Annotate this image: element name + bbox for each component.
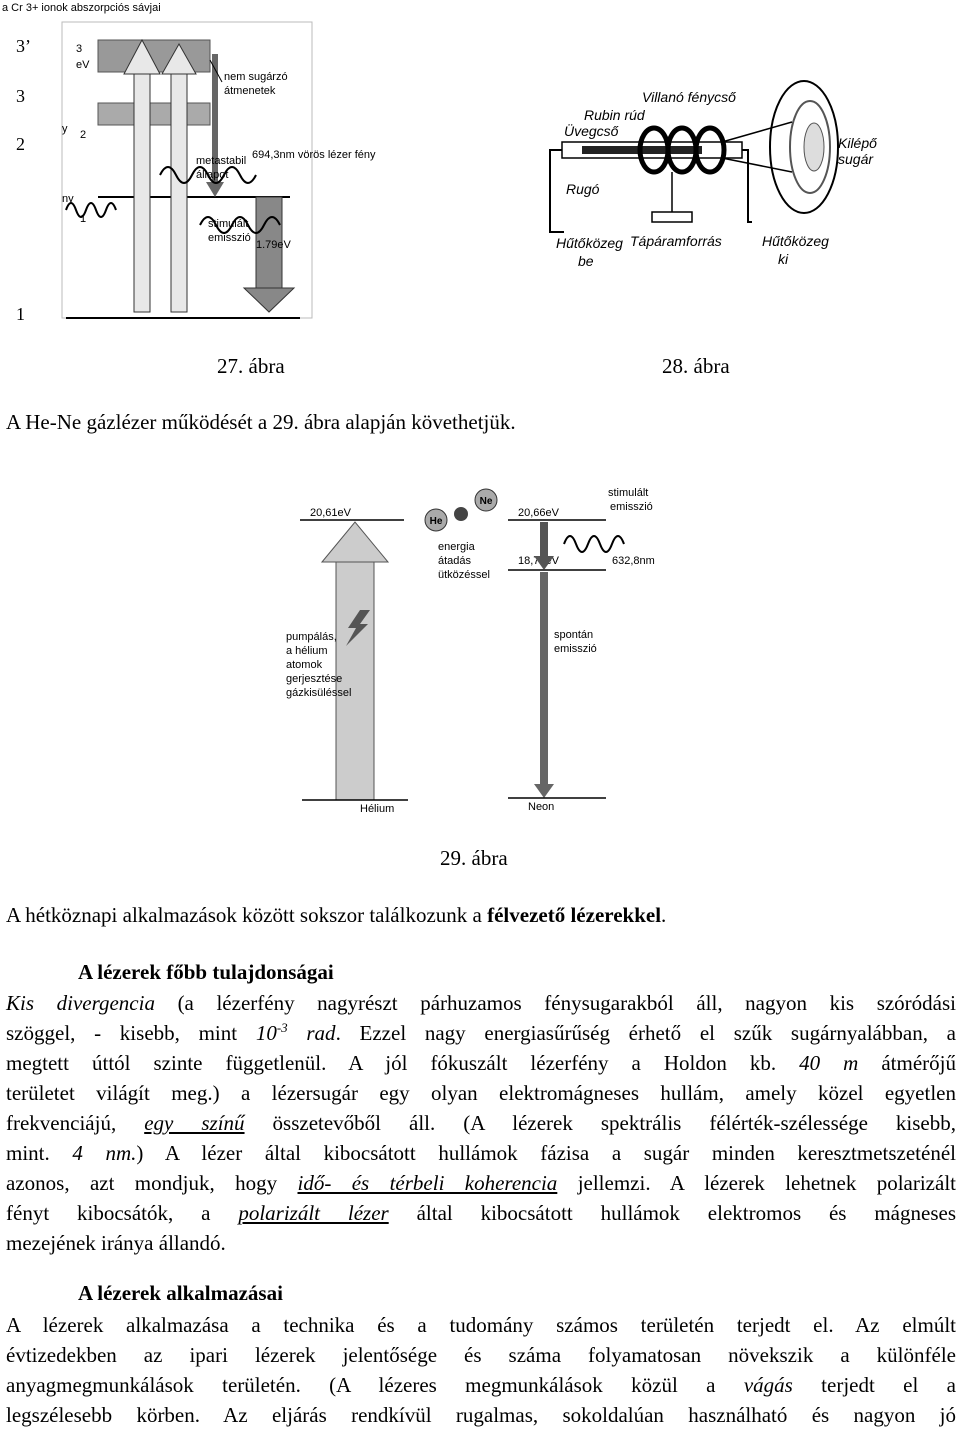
he-symbol: He <box>430 516 443 527</box>
pumping-4: gerjesztése <box>286 673 342 685</box>
figure-29-he-ne-energy-diagram: 20,61eV He Ne energia átadás ütközéssel … <box>286 487 655 815</box>
figure-28-ruby-laser-device: Villanó fénycső Rubin rúd Üvegcső Rugó K… <box>549 80 877 269</box>
p1-line-3: megtett úttól szinte függetlenül. A jól … <box>6 1051 956 1075</box>
energy-label: 1.79eV <box>256 239 292 251</box>
properties-paragraph: Kis divergencia (a lézerfény nagyrészt p… <box>6 988 956 1258</box>
wavelength-label: 632,8nm <box>612 555 655 567</box>
p1-line-4: területet világít meg.) a lézersugár egy… <box>6 1081 956 1105</box>
flash-lamp-label: Villanó fénycső <box>642 89 736 105</box>
level-y-tag: y <box>62 123 68 135</box>
semi-part-bold: félvezető lézerekkel <box>487 903 662 927</box>
emission-arrow <box>242 196 296 313</box>
metastable-label-2: állapot <box>196 169 228 181</box>
level-3-tag: 3 <box>76 43 82 55</box>
he-level-label: 20,61eV <box>310 507 352 519</box>
lightning-icon <box>346 610 370 646</box>
ne-upper-level-label: 20,66eV <box>518 507 560 519</box>
stimulated-wave-2 <box>199 216 281 234</box>
ne-symbol: Ne <box>480 496 493 507</box>
level-1-tag: 1 <box>80 213 86 225</box>
p2-line-2: évtizedekben az ipari lézerek jelentőség… <box>6 1343 956 1367</box>
neon-label: Neon <box>528 801 554 813</box>
nonrad-arrow <box>206 54 224 197</box>
applications-paragraph: A lézerek alkalmazása a technika és a tu… <box>6 1310 956 1430</box>
level-2-tag: 2 <box>80 129 86 141</box>
pumping-3: atomok <box>286 659 323 671</box>
level-3-label: 3 <box>16 86 25 106</box>
stimulated-wave-1 <box>159 166 257 184</box>
p1-line-8: fényt kibocsátók, a polarizált lézer ált… <box>6 1201 956 1225</box>
spring-label: Rugó <box>566 181 600 197</box>
output-label-1: Kilépő <box>838 135 877 151</box>
ruby-label: Rubin rúd <box>584 107 646 123</box>
coolant-in-label-1: Hűtőközeg <box>556 235 623 251</box>
he-atom: He <box>424 508 448 532</box>
energy-transfer-3: ütközéssel <box>438 569 490 581</box>
semiconductor-sentence: A hétköznapi alkalmazások között sokszor… <box>6 903 666 928</box>
output-label-2: sugár <box>838 151 874 167</box>
nonrad-label-1: nem sugárzó <box>224 71 288 83</box>
level-2-label: 2 <box>16 134 25 154</box>
level-3prime-label: 3’ <box>16 36 31 56</box>
metastable-label-1: metastabil <box>196 155 246 167</box>
red-laser-label: 694,3nm vörös lézer fény <box>252 149 376 161</box>
p2-line-4: legszélesebb körben. Az eljárás rendkívü… <box>6 1403 956 1427</box>
pumping-1: pumpálás, <box>286 631 337 643</box>
intro-line: A He-Ne gázlézer működését a 29. ábra al… <box>6 410 516 434</box>
power-label: Tápáramforrás <box>630 233 722 249</box>
level-2-band <box>97 102 211 126</box>
p1-line-9: mezejének iránya állandó. <box>6 1231 226 1255</box>
pump-arrow-1 <box>123 38 161 313</box>
level-ev-tag: eV <box>76 59 90 71</box>
p1-line-6: mint. 4 nm.) A lézer által kibocsátott h… <box>6 1141 956 1165</box>
stimulated-label-2: emisszió <box>208 232 251 244</box>
coolant-out-label-1: Hűtőközeg <box>762 233 829 249</box>
p1-line-1: Kis divergencia (a lézerfény nagyrészt p… <box>6 991 957 1015</box>
figure-29-caption: 29. ábra <box>440 846 508 870</box>
stim-wave <box>563 535 625 553</box>
figure-27-ruby-energy-diagram: a Cr 3+ ionok abszorpciós sávjai 3 eV y … <box>2 2 376 319</box>
ne-laser-arrow <box>534 522 554 570</box>
level-1-label: 1 <box>16 304 25 324</box>
level-ny-tag: ny <box>62 193 74 205</box>
he-pump-arrow <box>320 521 390 801</box>
p2-line-1: A lézerek alkalmazása a technika és a tu… <box>6 1313 956 1337</box>
stim-label-1: stimulált <box>608 487 648 499</box>
pumping-2: a hélium <box>286 645 328 657</box>
stim-label-2: emisszió <box>610 501 653 513</box>
spont-label-2: emisszió <box>554 643 597 655</box>
ne-atom: Ne <box>474 488 498 512</box>
spont-label-1: spontán <box>554 629 593 641</box>
p1-line-2: szöggel, - kisebb, mint 10-3 rad. Ezzel … <box>6 1020 956 1045</box>
glass-tube-label: Üvegcső <box>564 122 619 139</box>
p1-line-7: azonos, azt mondjuk, hogy idő- és térbel… <box>6 1171 956 1195</box>
heading-applications: A lézerek alkalmazásai <box>78 1281 283 1305</box>
figure-28-caption: 28. ábra <box>662 354 730 378</box>
coolant-in-label-2: be <box>578 253 594 269</box>
fig27-left-numbers: 3’ 3 2 1 <box>16 0 56 340</box>
nonrad-label-2: átmenetek <box>224 85 276 97</box>
flash-lamp-coil <box>637 125 727 175</box>
pump-arrow-2 <box>161 42 197 313</box>
heading-properties: A lézerek főbb tulajdonságai <box>78 960 334 984</box>
figure-27-caption: 27. ábra <box>217 354 285 378</box>
stimulated-label-1: stimulált <box>208 218 248 230</box>
semi-part-end: . <box>661 903 667 927</box>
collision-star <box>454 507 468 521</box>
p2-line-3: anyagmegmunkálások területén. (A lézeres… <box>6 1373 956 1397</box>
energy-transfer-2: átadás <box>438 555 472 567</box>
pumping-5: gázkisüléssel <box>286 687 351 699</box>
helium-label: Hélium <box>360 803 394 815</box>
semi-part-1: A hétköznapi alkalmazások között sokszor… <box>6 903 482 927</box>
p1-line-5: frekvenciájú, egy színű összetevőből áll… <box>6 1111 956 1135</box>
ne-spont-arrow <box>534 572 554 798</box>
coolant-out-label-2: ki <box>778 251 789 267</box>
incoming-wave <box>65 202 117 218</box>
energy-transfer-1: energia <box>438 541 476 553</box>
fig27-top-label: a Cr 3+ ionok abszorpciós sávjai <box>2 2 161 14</box>
